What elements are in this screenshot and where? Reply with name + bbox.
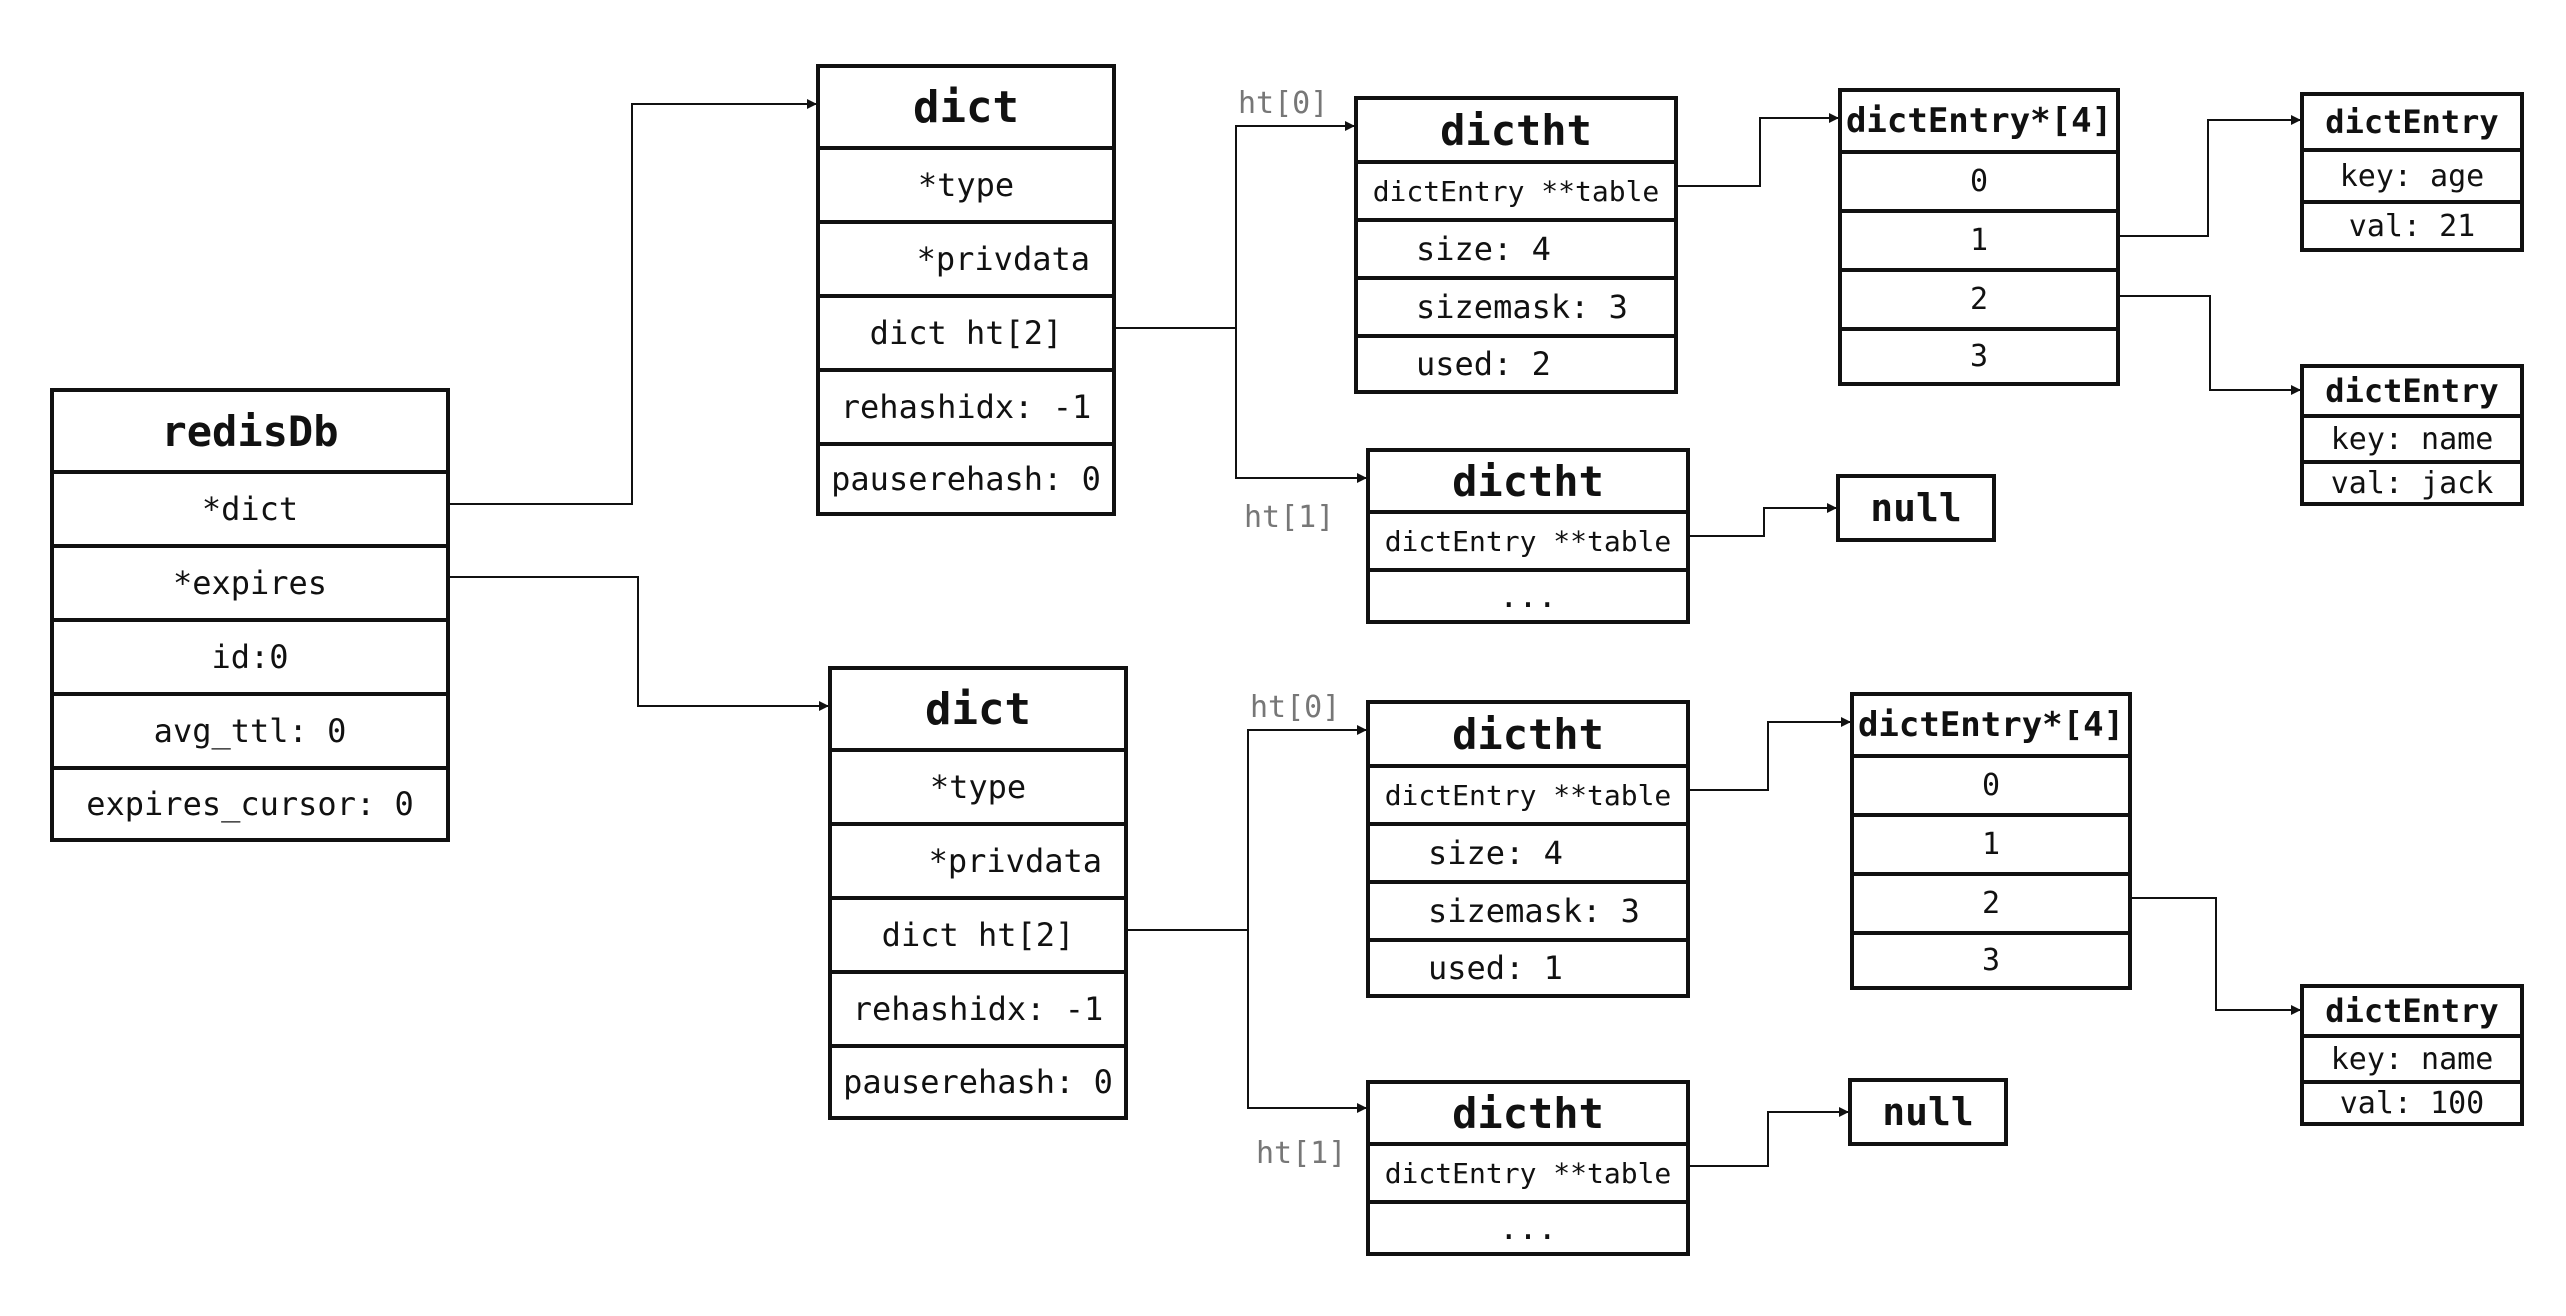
array-slot-2: 2 <box>1842 268 2116 327</box>
arrow-expires-pointer <box>448 576 829 711</box>
arrow-top-slot2 <box>2118 295 2301 395</box>
dict-field-pauserehash: pauserehash: 0 <box>820 442 1112 512</box>
dict-field-type: *type <box>832 748 1124 822</box>
null-label: null <box>1882 1090 1974 1134</box>
dictht-ht1-expires: dictht dictEntry **table ... <box>1366 1080 1690 1256</box>
dictentry-array-title: dictEntry*[4] <box>1857 705 2125 745</box>
array-slot-3: 3 <box>1854 931 2128 986</box>
dictht-field-sizemask: sizemask: 3 <box>1370 880 1686 938</box>
dictentry-val: val: jack <box>2304 460 2520 502</box>
array-slot-0: 0 <box>1842 150 2116 209</box>
dictht-field-ellipsis: ... <box>1370 1200 1686 1252</box>
dict-field-type: *type <box>820 146 1112 220</box>
dictentry-array-expires: dictEntry*[4] 0 1 2 3 <box>1850 692 2132 990</box>
ht0-label-top: ht[0] <box>1238 86 1329 121</box>
dict-struct-expires: dict *type *privdata dict ht[2] rehashid… <box>828 666 1128 1120</box>
dict-field-ht: dict ht[2] <box>820 294 1112 368</box>
dictentry-title: dictEntry <box>2325 103 2499 141</box>
arrow-top-ht1 <box>1235 328 1367 483</box>
dictht-field-size: size: 4 <box>1358 218 1674 276</box>
dict-field-ht: dict ht[2] <box>832 896 1124 970</box>
dictht-title: dictht <box>1440 105 1592 155</box>
ht0-label-bottom: ht[0] <box>1250 690 1341 725</box>
redisdb-field-dict: *dict <box>54 470 446 544</box>
dictht-field-size: size: 4 <box>1370 822 1686 880</box>
redisdb-field-expires-cursor: expires_cursor: 0 <box>54 766 446 838</box>
dictentry-title: dictEntry <box>2325 372 2499 410</box>
ht1-label-top: ht[1] <box>1244 500 1335 535</box>
array-slot-0: 0 <box>1854 754 2128 813</box>
dictentry-name-jack: dictEntry key: name val: jack <box>2300 364 2524 506</box>
arrow-bottom-null <box>1688 1107 1849 1167</box>
redisdb-field-expires: *expires <box>54 544 446 618</box>
dictht-ht0-main: dictht dictEntry **table size: 4 sizemas… <box>1354 96 1678 394</box>
array-slot-2: 2 <box>1854 872 2128 931</box>
array-slot-1: 1 <box>1842 209 2116 268</box>
arrow-top-table <box>1676 113 1839 187</box>
dictht-field-ellipsis: ... <box>1370 568 1686 620</box>
arrow-bottom-slot2 <box>2130 897 2301 1015</box>
dictht-field-table: dictEntry **table <box>1370 764 1686 822</box>
arrow-top-ht0 <box>1116 121 1355 329</box>
dictht-field-used: used: 2 <box>1358 334 1674 390</box>
dictht-title: dictht <box>1452 456 1604 506</box>
dict-field-rehashidx: rehashidx: -1 <box>820 368 1112 442</box>
dictentry-array-main: dictEntry*[4] 0 1 2 3 <box>1838 88 2120 386</box>
dictht-field-table: dictEntry **table <box>1370 510 1686 568</box>
arrow-bottom-table <box>1688 717 1851 791</box>
dict-field-privdata: *privdata <box>832 822 1124 896</box>
dictht-ht0-expires: dictht dictEntry **table size: 4 sizemas… <box>1366 700 1690 998</box>
dict-title: dict <box>925 683 1031 735</box>
dictentry-age: dictEntry key: age val: 21 <box>2300 92 2524 252</box>
dictht-title: dictht <box>1452 709 1604 759</box>
null-pointer-expires: null <box>1848 1078 2008 1146</box>
dictentry-key: key: name <box>2304 1034 2520 1080</box>
redisdb-field-avg-ttl: avg_ttl: 0 <box>54 692 446 766</box>
dictentry-val: val: 21 <box>2304 200 2520 248</box>
dictentry-array-title: dictEntry*[4] <box>1845 101 2113 141</box>
array-slot-1: 1 <box>1854 813 2128 872</box>
dict-struct-main: dict *type *privdata dict ht[2] rehashid… <box>816 64 1116 516</box>
arrow-dict-pointer <box>448 99 817 505</box>
dictht-field-sizemask: sizemask: 3 <box>1358 276 1674 334</box>
dictentry-key: key: name <box>2304 414 2520 460</box>
dictentry-name-100: dictEntry key: name val: 100 <box>2300 984 2524 1126</box>
redisdb-struct: redisDb *dict *expires id:0 avg_ttl: 0 e… <box>50 388 450 842</box>
array-slot-3: 3 <box>1842 327 2116 382</box>
dictht-field-used: used: 1 <box>1370 938 1686 994</box>
dictht-field-table: dictEntry **table <box>1358 160 1674 218</box>
dictentry-key: key: age <box>2304 148 2520 200</box>
redisdb-field-id: id:0 <box>54 618 446 692</box>
ht1-label-bottom: ht[1] <box>1256 1136 1347 1171</box>
dictht-field-table: dictEntry **table <box>1370 1142 1686 1200</box>
dict-title: dict <box>913 81 1019 133</box>
null-pointer-main: null <box>1836 474 1996 542</box>
arrow-top-slot1 <box>2118 115 2301 237</box>
dict-field-pauserehash: pauserehash: 0 <box>832 1044 1124 1116</box>
dict-field-rehashidx: rehashidx: -1 <box>832 970 1124 1044</box>
dictentry-title: dictEntry <box>2325 992 2499 1030</box>
dictentry-val: val: 100 <box>2304 1080 2520 1122</box>
dict-field-privdata: *privdata <box>820 220 1112 294</box>
redisdb-title: redisDb <box>161 406 339 456</box>
arrow-bottom-ht0 <box>1128 725 1367 931</box>
null-label: null <box>1870 486 1962 530</box>
dictht-title: dictht <box>1452 1088 1604 1138</box>
arrow-bottom-ht1 <box>1247 930 1367 1113</box>
arrow-top-null <box>1688 503 1837 537</box>
dictht-ht1-main: dictht dictEntry **table ... <box>1366 448 1690 624</box>
